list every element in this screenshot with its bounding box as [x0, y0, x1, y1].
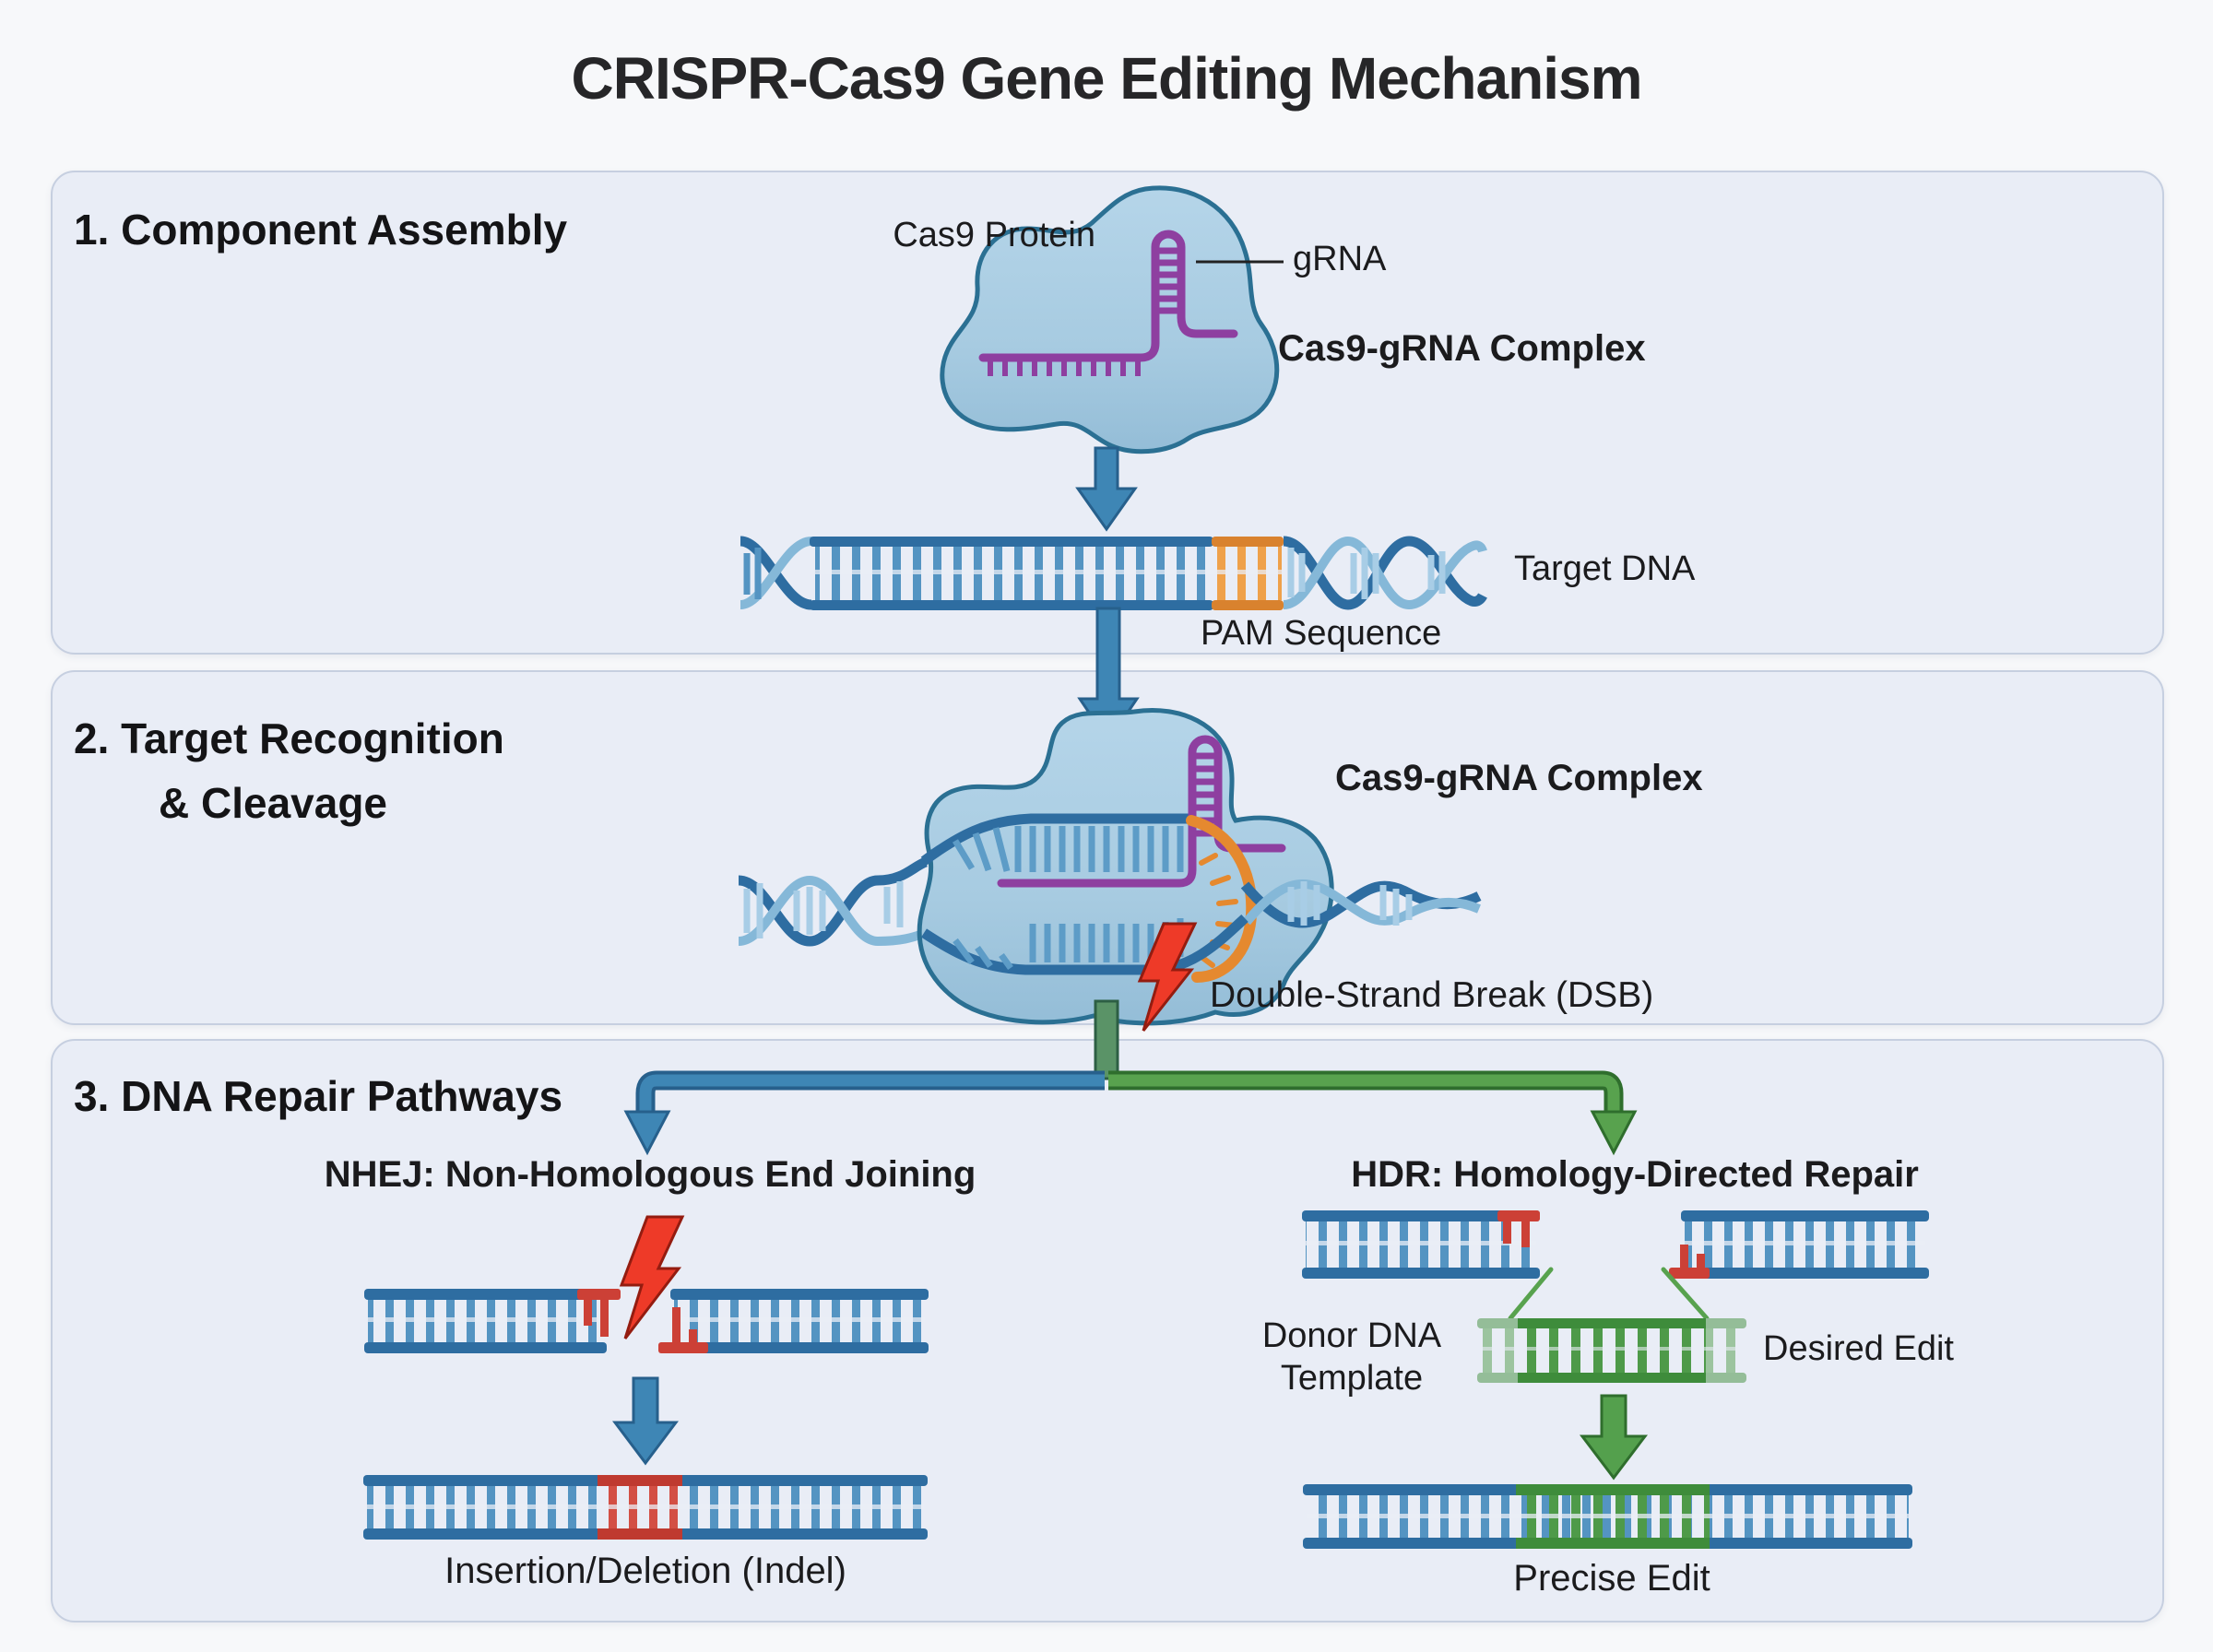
- nhej-result-dna: [363, 1475, 928, 1540]
- cas9-grna-complex-label: Cas9-gRNA Complex: [1278, 328, 1646, 369]
- section1-heading: 1. Component Assembly: [74, 206, 568, 254]
- grna-seed-teeth: [988, 361, 1141, 376]
- donor-dna-template-label: Donor DNA Template: [1261, 1316, 1442, 1398]
- hdr-result-dna: [1303, 1484, 1912, 1549]
- homology-arm-left: [1477, 1318, 1518, 1383]
- target-dna-strand: [739, 536, 1487, 610]
- grna: [978, 230, 1238, 376]
- lightning-bolt-icon: [619, 1215, 685, 1339]
- precise-edit-label: Precise Edit: [1513, 1558, 1710, 1599]
- hdr-branch-arrow: [1108, 1070, 1638, 1156]
- page-title: CRISPR-Cas9 Gene Editing Mechanism: [571, 45, 1643, 112]
- precise-edit-segment: [1516, 1484, 1710, 1549]
- section2-heading: 2. Target Recognition & Cleavage: [74, 706, 504, 835]
- donor-dna-template: [1477, 1318, 1746, 1383]
- broken-end-right: [658, 1307, 708, 1353]
- nhej-broken-dna: [364, 1215, 929, 1353]
- homology-arm-right: [1706, 1318, 1746, 1383]
- dna-helix-right: [1240, 879, 1482, 928]
- broken-end-left: [577, 1289, 621, 1337]
- target-dna-label: Target DNA: [1514, 549, 1696, 588]
- dna-helix-left: [738, 856, 929, 947]
- pam-sequence-label: PAM Sequence: [1201, 614, 1442, 653]
- branch-stem: [1094, 999, 1119, 1080]
- lightning-bolt-icon: [1137, 922, 1198, 1032]
- hdr-title: HDR: Homology-Directed Repair: [1351, 1154, 1919, 1195]
- cas9-protein-label: Cas9 Protein: [893, 216, 1095, 254]
- arrow-down-icon: [1075, 446, 1138, 532]
- homology-guide-lines: [1508, 1267, 1710, 1321]
- arrow-down-icon: [1579, 1394, 1649, 1481]
- arrow-down-icon: [612, 1376, 679, 1466]
- section2-heading-line1: 2. Target Recognition: [74, 714, 504, 762]
- broken-end-right: [1669, 1245, 1710, 1279]
- nhej-branch-arrow: [623, 1070, 1105, 1156]
- broken-end-left: [1497, 1210, 1540, 1247]
- cas9-protein-blob: [917, 708, 1334, 1026]
- dna-helix-right: [1283, 536, 1487, 610]
- arrow-head-icon: [1590, 1110, 1638, 1156]
- nhej-title: NHEJ: Non-Homologous End Joining: [324, 1154, 976, 1195]
- cas9-grna-complex-label: Cas9-gRNA Complex: [1335, 758, 1703, 798]
- section2-heading-line2: & Cleavage: [159, 779, 388, 827]
- unwound-dna-top-strand: [920, 813, 1191, 872]
- arrow-head-icon: [623, 1110, 671, 1156]
- cas9-grna-complex-illustration: [940, 185, 1284, 454]
- dsb-label: Double-Strand Break (DSB): [1210, 975, 1654, 1015]
- indel-result-label: Insertion/Deletion (Indel): [444, 1551, 846, 1591]
- hdr-broken-dna: [1302, 1210, 1929, 1279]
- section3-heading: 3. DNA Repair Pathways: [74, 1072, 563, 1120]
- desired-edit-label: Desired Edit: [1763, 1329, 1954, 1368]
- cas9-protein-blob: [940, 185, 1280, 454]
- cleavage-illustration: [738, 708, 1482, 1032]
- grna-label: gRNA: [1293, 240, 1387, 278]
